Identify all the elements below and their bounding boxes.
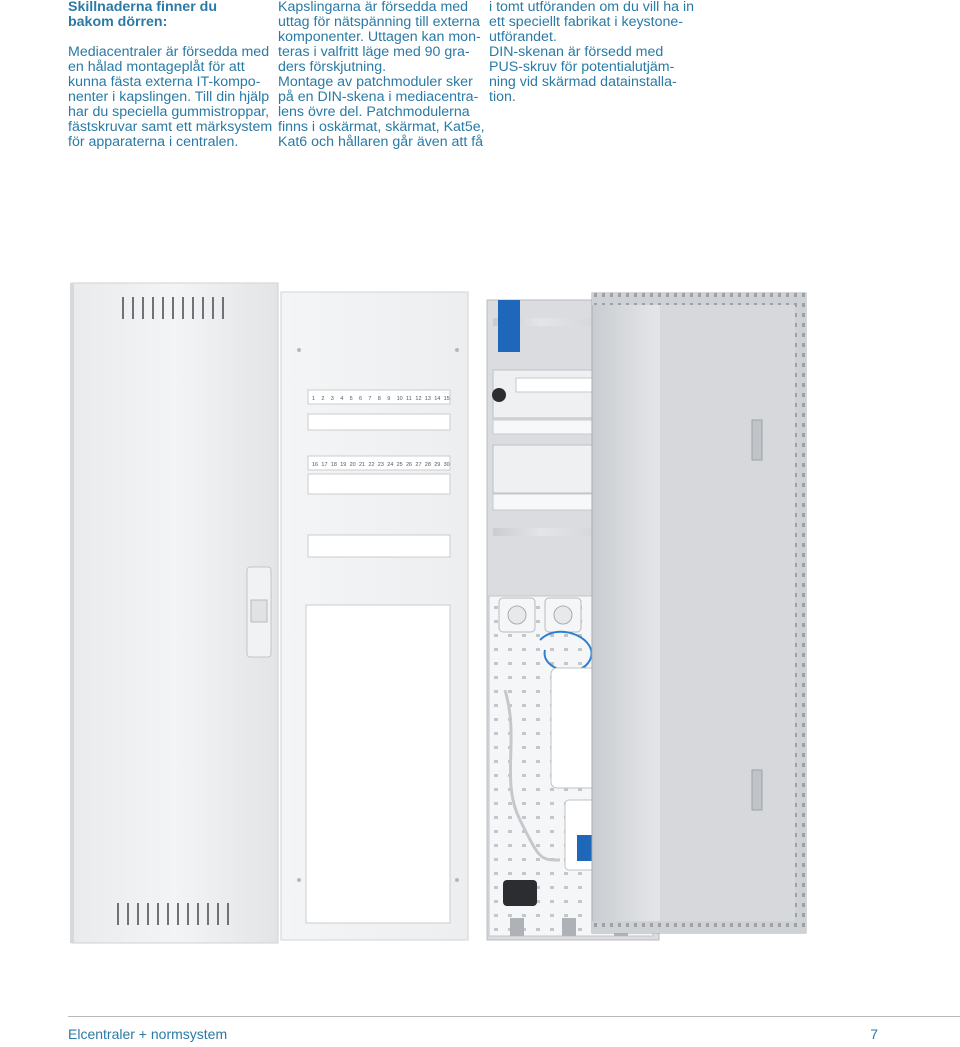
- paragraph: Mediacentraler är försedda med en hålad …: [68, 44, 273, 150]
- label-strip-number: 26: [406, 462, 412, 468]
- text-column-1: Skillnaderna finner du bakom dörren: Med…: [68, 0, 273, 150]
- label-strip-number: 30: [444, 462, 450, 468]
- paragraph: i tomt utföranden om du vill ha in ett s…: [489, 0, 694, 105]
- footer-title: Elcentraler + normsystem: [68, 1026, 228, 1042]
- label-strip-number: 16: [312, 462, 318, 468]
- label-strip-number: 5: [350, 396, 353, 402]
- adapter: [503, 880, 537, 906]
- label-strip-number: 23: [378, 462, 384, 468]
- label-strip-number: 8: [378, 396, 381, 402]
- label-strip-number: 24: [387, 462, 393, 468]
- label-strip-number: 22: [368, 462, 374, 468]
- paragraph: Kapslingarna är försedda med uttag för n…: [278, 0, 485, 150]
- door-hinge: [751, 419, 763, 461]
- text-line: ders förskjutning.: [278, 59, 387, 75]
- text-line: ning vid skärmad datainstalla-: [489, 74, 677, 90]
- label-strip-number: 2: [321, 396, 324, 402]
- label-strip-number: 17: [321, 462, 327, 468]
- text-line: kunna fästa externa IT-kompo-: [68, 74, 261, 90]
- label-strip-number: 25: [397, 462, 403, 468]
- door-hinge: [751, 769, 763, 811]
- text-line: en hålad montageplåt för att: [68, 59, 245, 75]
- text-line: på en DIN-skena i mediacentra-: [278, 89, 479, 105]
- text-line: lens övre del. Patchmodulerna: [278, 104, 470, 120]
- label-strip-number: 14: [434, 396, 440, 402]
- text-line: Montage av patchmoduler sker: [278, 74, 473, 90]
- text-line: uttag för nätspänning till externa: [278, 14, 480, 30]
- label-strip-number: 21: [359, 462, 365, 468]
- text-line: utförandet.: [489, 29, 557, 45]
- label-strip-number: 10: [397, 396, 403, 402]
- text-line: tion.: [489, 89, 516, 105]
- heading-line: bakom dörren:: [68, 14, 168, 30]
- label-strip-number: 19: [340, 462, 346, 468]
- label-strip-number: 13: [425, 396, 431, 402]
- heading-line: Skillnaderna finner du: [68, 0, 217, 15]
- label-strip-number: 9: [387, 396, 390, 402]
- text-line: teras i valfritt läge med 90 gra-: [278, 44, 470, 60]
- text-column-2: Kapslingarna är försedda med uttag för n…: [278, 0, 485, 150]
- footer-rule: [68, 1016, 960, 1017]
- text-line: har du speciella gummistroppar,: [68, 104, 270, 120]
- text-line: Kat6 och hållaren går även att få: [278, 134, 484, 150]
- text-line: komponenter. Uttagen kan mon-: [278, 29, 481, 45]
- text-line: Kapslingarna är försedda med: [278, 0, 469, 15]
- label-strip-number: 27: [415, 462, 421, 468]
- text-column-3: i tomt utföranden om du vill ha in ett s…: [489, 0, 694, 105]
- label-strip-number: 18: [331, 462, 337, 468]
- metal-door: [591, 292, 807, 934]
- blue-terminal-block: [498, 300, 520, 352]
- page-number: 7: [870, 1026, 878, 1042]
- text-line: i tomt utföranden om du vill ha in: [489, 0, 695, 15]
- text-line: fästskruvar samt ett märksystem: [68, 119, 273, 135]
- label-strip-number: 15: [444, 396, 450, 402]
- text-line: för apparaterna i centralen.: [68, 134, 239, 150]
- label-strip-number: 1: [312, 396, 315, 402]
- top-vent-slots: [122, 297, 224, 319]
- label-strip-number: 3: [331, 396, 334, 402]
- label-strip-number: 7: [368, 396, 371, 402]
- label-strip-number: 11: [406, 396, 412, 402]
- text-line: ett speciellt fabrikat i keystone-: [489, 14, 683, 30]
- bottom-vent-slots: [117, 903, 229, 925]
- outer-door: [70, 282, 279, 944]
- door-handle: [246, 566, 272, 658]
- label-strip-number: 6: [359, 396, 362, 402]
- label-strip-number: 28: [425, 462, 431, 468]
- label-strip-number: 12: [415, 396, 421, 402]
- label-strip-number: 29: [434, 462, 440, 468]
- section-heading: Skillnaderna finner du bakom dörren:: [68, 0, 268, 30]
- text-line: Mediacentraler är försedda med: [68, 44, 270, 60]
- text-line: DIN-skenan är försedd med: [489, 44, 664, 60]
- label-strip-number: 4: [340, 396, 343, 402]
- text-line: nenter i kapslingen. Till din hjälp: [68, 89, 270, 105]
- text-line: finns i oskärmat, skärmat, Kat5e,: [278, 119, 485, 135]
- label-strip-number: 20: [350, 462, 356, 468]
- text-line: PUS-skruv för potentialutjäm-: [489, 59, 675, 75]
